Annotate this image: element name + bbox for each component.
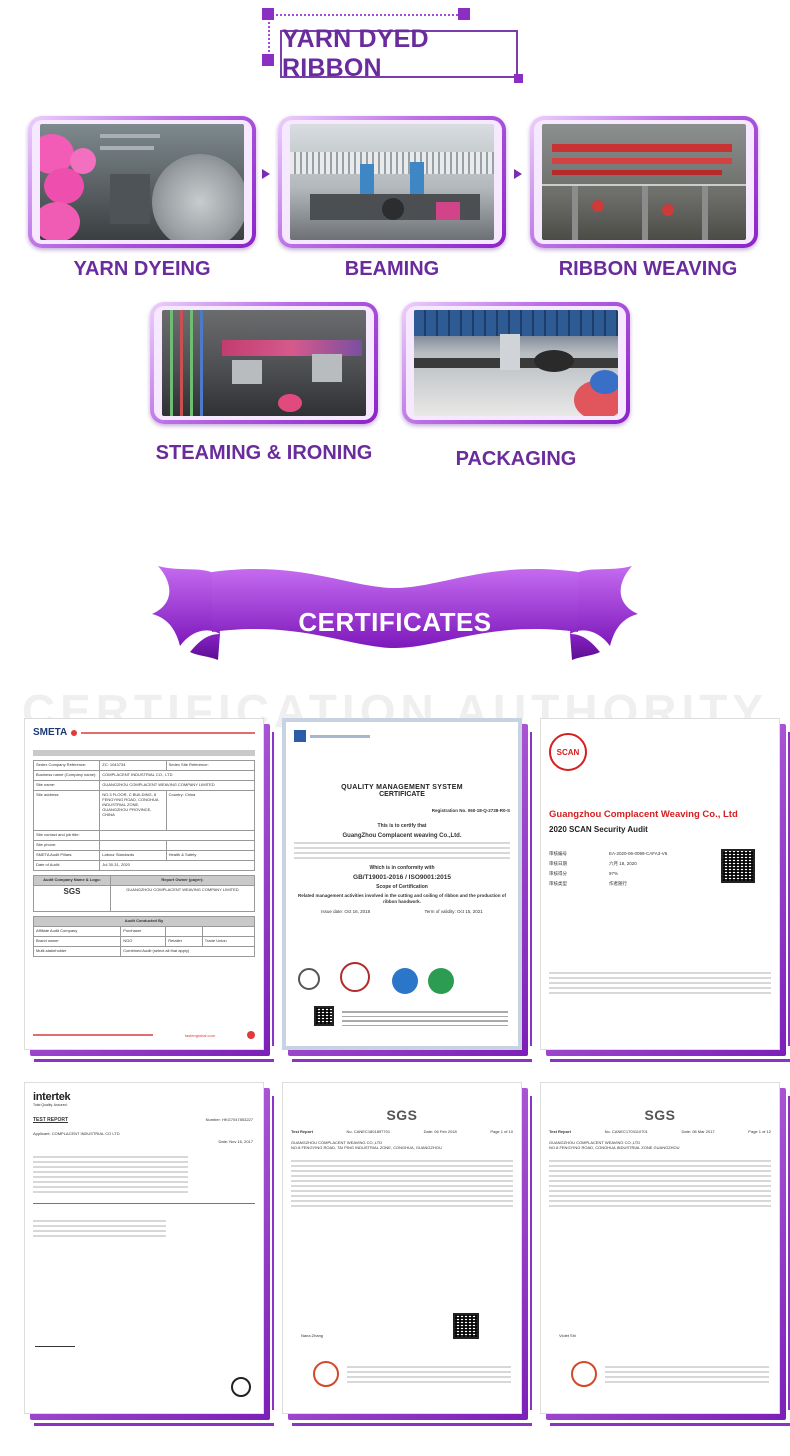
qr-code-icon (314, 1006, 334, 1026)
audit-conducted-table: Audit Conducted By Affiliate Audit Compa… (32, 916, 256, 957)
header-corner-square (458, 8, 470, 20)
yarn-dyeing-photo (40, 124, 244, 240)
ribbon-shape (152, 566, 638, 660)
card-edge (530, 1096, 532, 1410)
certificate-sgs-2: SGS Test Report No. CANEC1703110701 Date… (540, 1082, 790, 1426)
qr-code-icon (721, 849, 755, 883)
logo-dot-icon (71, 729, 78, 736)
qms-title: QUALITY MANAGEMENT SYSTEM (341, 784, 463, 791)
card-edge (34, 1423, 274, 1426)
certificate-page: SGS Test Report No. CANEC1801897701 Date… (282, 1082, 522, 1414)
process-step-yarn-dyeing: YARN DYEING (28, 116, 256, 286)
scan-company-title: Guangzhou Complacent Weaving Co., Ltd (549, 809, 738, 820)
signature (35, 1333, 75, 1347)
certifier-logo-icon (294, 730, 306, 742)
card-edge (292, 1423, 532, 1426)
card-edge (788, 732, 790, 1046)
smeta-logo: SMETA (33, 727, 68, 738)
card-edge (272, 732, 274, 1046)
registration-number: Registration No. 060-18-Q-2738-R0-S (431, 808, 510, 813)
certificate-qms: QUALITY MANAGEMENT SYSTEM CERTIFICATE Re… (282, 718, 532, 1062)
packaging-photo (414, 310, 618, 416)
iaf-logo-icon (392, 968, 418, 994)
cnas-logo-icon (428, 968, 454, 994)
process-step-beaming: BEAMING (278, 116, 506, 286)
card-edge (550, 1423, 790, 1426)
ribbon-label-area: CERTIFICATES (212, 572, 578, 637)
arrow-right-icon (514, 169, 522, 179)
certificate-page: QUALITY MANAGEMENT SYSTEM CERTIFICATE Re… (282, 718, 522, 1050)
card-edge (292, 1059, 532, 1062)
card-edge (788, 1096, 790, 1410)
certificate-intertek: intertek Total Quality. Assured. TEST RE… (24, 1082, 274, 1426)
steaming-ironing-photo (162, 310, 366, 416)
step-label: YARN DYEING (73, 258, 211, 280)
standard: GB/T19001-2016 / ISO9001:2015 (353, 874, 451, 881)
step-label: RIBBON WEAVING (558, 258, 738, 280)
certificate-sgs-1: SGS Test Report No. CANEC1801897701 Date… (282, 1082, 532, 1426)
qms-subtitle: CERTIFICATE (379, 791, 425, 798)
report-title: TEST REPORT (33, 1117, 69, 1123)
seal-icon (298, 968, 320, 990)
card-edge (34, 1059, 274, 1062)
certificate-page: SCAN Guangzhou Complacent Weaving Co., L… (540, 718, 780, 1050)
header-corner-square (514, 74, 523, 83)
sgs-seal-icon (313, 1361, 339, 1387)
qr-code-icon (453, 1313, 479, 1339)
scan-audit-title: 2020 SCAN Security Audit (549, 825, 648, 834)
sgs-logo: SGS (644, 1107, 676, 1123)
certified-company: GuangZhou Complacent weaving Co.,Ltd. (342, 833, 462, 839)
ribbon-weaving-photo (542, 124, 746, 240)
beaming-photo (290, 124, 494, 240)
certify-text: This is to certify that (377, 823, 427, 829)
step-label: BEAMING (344, 258, 440, 280)
scan-logo-icon: SCAN (549, 733, 587, 771)
header-dotted-line-vertical (268, 14, 270, 60)
section-header: YARN DYED RIBBON (0, 0, 790, 100)
header-corner-square (262, 54, 274, 66)
page-badge-icon (247, 1031, 255, 1039)
intertek-mark-icon (231, 1377, 251, 1397)
process-step-steaming-ironing: STEAMING & IRONING (150, 302, 378, 472)
certificates-title: CERTIFICATES (298, 606, 492, 637)
certificate-page: intertek Total Quality. Assured. TEST RE… (24, 1082, 264, 1414)
card-edge (550, 1059, 790, 1062)
audit-company-table: Audit Company Name & Logo:Report Owner (… (33, 875, 255, 912)
arrow-right-icon (262, 169, 270, 179)
certificate-smeta: SMETA Sedex Company Reference:ZC: 104373… (24, 718, 274, 1062)
process-step-packaging: PACKAGING (402, 302, 634, 472)
page-title: YARN DYED RIBBON (282, 25, 429, 82)
certificate-scan: SCAN Guangzhou Complacent Weaving Co., L… (540, 718, 790, 1062)
step-label: PACKAGING (455, 448, 577, 470)
certificate-page: SGS Test Report No. CANEC1703110701 Date… (540, 1082, 780, 1414)
intertek-logo: intertek (33, 1091, 71, 1103)
header-title-box: YARN DYED RIBBON (280, 25, 524, 84)
certificate-page: SMETA Sedex Company Reference:ZC: 104373… (24, 718, 264, 1050)
header-dotted-line (268, 14, 462, 16)
card-edge (530, 732, 532, 1046)
company-stamp-icon (340, 962, 370, 992)
certificates-banner: CERTIFICATES (150, 560, 640, 670)
step-label: STEAMING & IRONING (155, 442, 373, 464)
card-edge (272, 1096, 274, 1410)
header-corner-square (262, 8, 274, 20)
process-step-ribbon-weaving: RIBBON WEAVING (530, 116, 766, 286)
sgs-seal-icon (571, 1361, 597, 1387)
sgs-logo: SGS (386, 1107, 418, 1123)
